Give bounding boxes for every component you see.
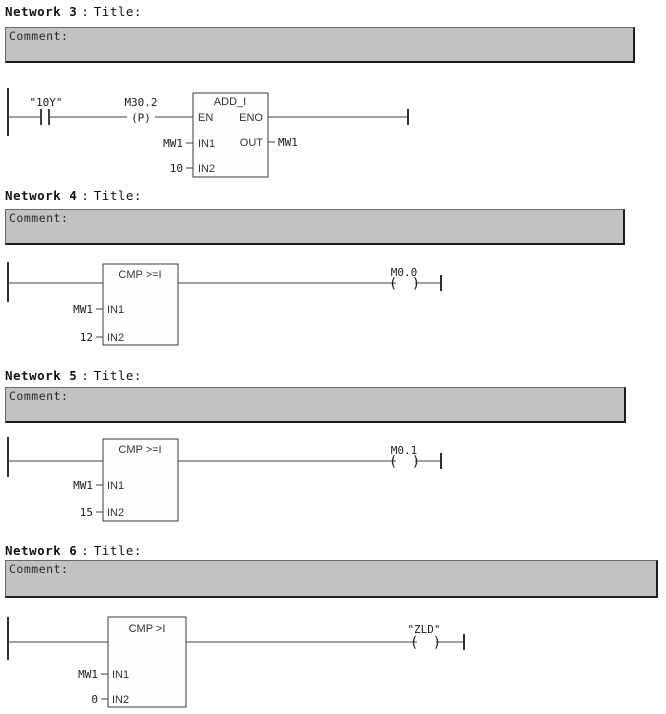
network6-comment-box[interactable]: Comment: [5, 560, 658, 598]
in2-operand[interactable]: 0 [91, 693, 98, 706]
port-eno: ENO [239, 112, 263, 124]
network4-comment-box[interactable]: Comment: [5, 209, 625, 245]
block-title: CMP >I [129, 623, 166, 635]
network5-separator: : [81, 368, 89, 383]
edge-operand-label[interactable]: M30.2 [124, 96, 157, 109]
network3-comment-box[interactable]: Comment: [5, 27, 635, 63]
network5-comment-label: Comment: [9, 389, 69, 403]
network6-separator: : [81, 543, 89, 558]
network5-rung: CMP >=I IN1 IN2 MW1 15 M0.1 ( ) [7, 437, 442, 522]
in2-operand[interactable]: 10 [170, 162, 183, 175]
in2-operand[interactable]: 15 [80, 506, 93, 519]
output-coil[interactable]: "ZLD" ( ) [407, 623, 444, 651]
in1-operand[interactable]: MW1 [73, 479, 93, 492]
out-operand[interactable]: MW1 [278, 136, 298, 149]
block-title: CMP >=I [118, 269, 161, 281]
output-coil[interactable]: M0.0 ( ) [389, 266, 423, 292]
port-in2: IN2 [198, 163, 215, 175]
port-en: EN [198, 112, 213, 124]
positive-edge-trigger[interactable]: M30.2 (P) [124, 96, 157, 125]
coil-operand-label[interactable]: M0.1 [391, 444, 418, 457]
block-outline [102, 263, 179, 346]
in1-operand[interactable]: MW1 [163, 137, 183, 150]
coil-operand-label[interactable]: M0.0 [391, 266, 418, 279]
port-out: OUT [240, 137, 264, 149]
in2-operand[interactable]: 12 [80, 331, 93, 344]
network5-comment-box[interactable]: Comment: [5, 387, 626, 423]
cmp-block[interactable]: CMP >I IN1 IN2 [107, 616, 187, 708]
network5-title[interactable]: Title: [93, 368, 142, 383]
network3-rung: "10Y" M30.2 (P) ADD_I EN ENO IN1 OUT IN2… [7, 88, 409, 178]
cmp-block[interactable]: CMP >=I IN1 IN2 [102, 438, 179, 522]
network4-rung: CMP >=I IN1 IN2 MW1 12 M0.0 ( ) [7, 262, 442, 346]
contact-operand-label[interactable]: "10Y" [29, 96, 62, 109]
coil-symbol: ( ) [389, 454, 423, 470]
network5-header[interactable]: Network 5: Title: [5, 368, 142, 383]
network3-name: Network 3 [5, 4, 78, 19]
in1-operand[interactable]: MW1 [78, 668, 98, 681]
block-title: CMP >=I [118, 444, 161, 456]
port-in1: IN1 [107, 304, 124, 316]
network4-title[interactable]: Title: [93, 188, 142, 203]
add-block[interactable]: ADD_I EN ENO IN1 OUT IN2 [192, 92, 269, 178]
cmp-block[interactable]: CMP >=I IN1 IN2 [102, 263, 179, 346]
port-in1: IN1 [107, 480, 124, 492]
coil-operand-label[interactable]: "ZLD" [407, 623, 440, 636]
output-coil[interactable]: M0.1 ( ) [389, 444, 423, 470]
network3-comment-label: Comment: [9, 29, 69, 43]
network3-separator: : [81, 4, 89, 19]
network3-header[interactable]: Network 3: Title: [5, 4, 142, 19]
port-in1: IN1 [198, 138, 215, 150]
network4-comment-label: Comment: [9, 211, 69, 225]
network4-name: Network 4 [5, 188, 78, 203]
port-in2: IN2 [112, 694, 129, 706]
block-title: ADD_I [214, 96, 246, 108]
network6-comment-label: Comment: [9, 562, 69, 576]
block-outline [192, 92, 269, 178]
port-in2: IN2 [107, 507, 124, 519]
in1-operand[interactable]: MW1 [73, 303, 93, 316]
network6-name: Network 6 [5, 543, 78, 558]
network4-separator: : [81, 188, 89, 203]
network4-header[interactable]: Network 4: Title: [5, 188, 142, 203]
edge-symbol: (P) [131, 112, 151, 125]
network6-rung: CMP >I IN1 IN2 MW1 0 "ZLD" ( ) [7, 616, 465, 708]
network6-title[interactable]: Title: [93, 543, 142, 558]
network5-name: Network 5 [5, 368, 78, 383]
coil-symbol: ( ) [410, 635, 444, 651]
block-outline [107, 616, 187, 708]
port-in2: IN2 [107, 332, 124, 344]
no-contact[interactable]: "10Y" [29, 96, 63, 125]
network3-title[interactable]: Title: [93, 4, 142, 19]
coil-symbol: ( ) [389, 276, 423, 292]
port-in1: IN1 [112, 669, 129, 681]
block-outline [102, 438, 179, 522]
network6-header[interactable]: Network 6: Title: [5, 543, 142, 558]
